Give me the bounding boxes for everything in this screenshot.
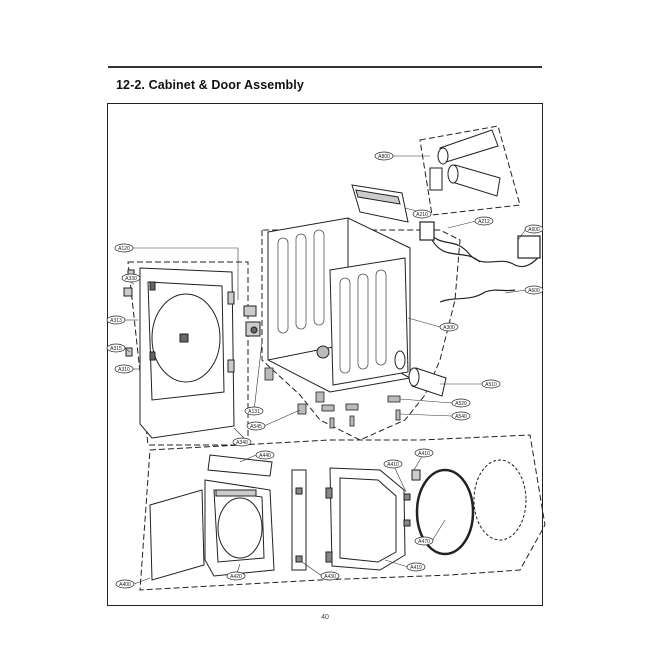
label-bubble (451, 398, 471, 408)
label-bubble (121, 273, 141, 283)
door-assembly (149, 454, 275, 581)
label-a470: A470 (418, 539, 430, 545)
label-bubble (439, 322, 459, 332)
cabinet-body (267, 217, 411, 393)
label-a800: A800 (378, 154, 390, 160)
label-bubble (474, 216, 494, 226)
label-bubble (412, 209, 432, 219)
label-a600-b: A600 (528, 288, 540, 294)
label-a340: A340 (236, 440, 248, 446)
duct-kit (429, 129, 501, 197)
diagram-frame (107, 103, 543, 606)
label-a410-b: A410 (418, 451, 430, 457)
label-a212: A212 (478, 219, 490, 225)
label-a300: A300 (443, 325, 455, 331)
control-panel (351, 184, 409, 223)
label-a330: A330 (125, 276, 137, 282)
page-number: 40 (321, 614, 329, 621)
cabinet-group-outline (261, 229, 461, 441)
leader-lines (123, 155, 527, 585)
label-bubble (524, 224, 544, 234)
label-bubble (232, 437, 252, 447)
part-labels (106, 151, 544, 589)
label-a310: A310 (118, 367, 130, 373)
label-bubble (481, 379, 501, 389)
lower-door-group-outline (139, 434, 546, 591)
label-bubble (451, 411, 471, 421)
label-a410: A410 (387, 462, 399, 468)
label-bubble (255, 450, 275, 460)
front-panel (123, 267, 261, 439)
label-bubble (246, 421, 266, 431)
label-a510: A510 (485, 382, 497, 388)
wire-harness (419, 221, 541, 303)
label-bubble (414, 536, 434, 546)
label-a440: A440 (259, 453, 271, 459)
exhaust-pipe (408, 367, 447, 397)
label-a120: A120 (118, 246, 130, 252)
label-bubble (383, 459, 403, 469)
label-a600: A600 (528, 227, 540, 233)
label-a419: A419 (410, 565, 422, 571)
label-a313: A313 (110, 318, 122, 324)
part-label-text: A800 A210 A212 A600 A600 A120 A330 A313 … (110, 154, 540, 588)
label-bubble (114, 243, 134, 253)
label-bubble (374, 151, 394, 161)
label-bubble (320, 571, 340, 581)
top-rule (108, 66, 542, 68)
door-hinge (291, 469, 307, 571)
label-bubble (406, 562, 426, 572)
label-bubble (414, 448, 434, 458)
label-a131: A131 (248, 409, 260, 415)
label-bubble (106, 343, 126, 353)
label-a430: A430 (324, 574, 336, 580)
label-a210: A210 (416, 212, 428, 218)
label-a545: A545 (250, 424, 262, 430)
label-bubble (114, 364, 134, 374)
label-a540: A540 (455, 414, 467, 420)
label-a400: A400 (119, 582, 131, 588)
label-a420: A420 (230, 574, 242, 580)
cabinet-feet (264, 367, 401, 429)
label-bubble (244, 406, 264, 416)
label-bubble (524, 285, 544, 295)
door-frame (325, 467, 406, 571)
label-bubble (226, 571, 246, 581)
label-bubble (106, 315, 126, 325)
section-title: 12-2. Cabinet & Door Assembly (116, 78, 304, 92)
label-a315: A315 (110, 346, 122, 352)
label-bubble (115, 579, 135, 589)
label-a520: A520 (455, 401, 467, 407)
door-gasket (403, 459, 527, 556)
duct-group-outline (419, 125, 521, 216)
